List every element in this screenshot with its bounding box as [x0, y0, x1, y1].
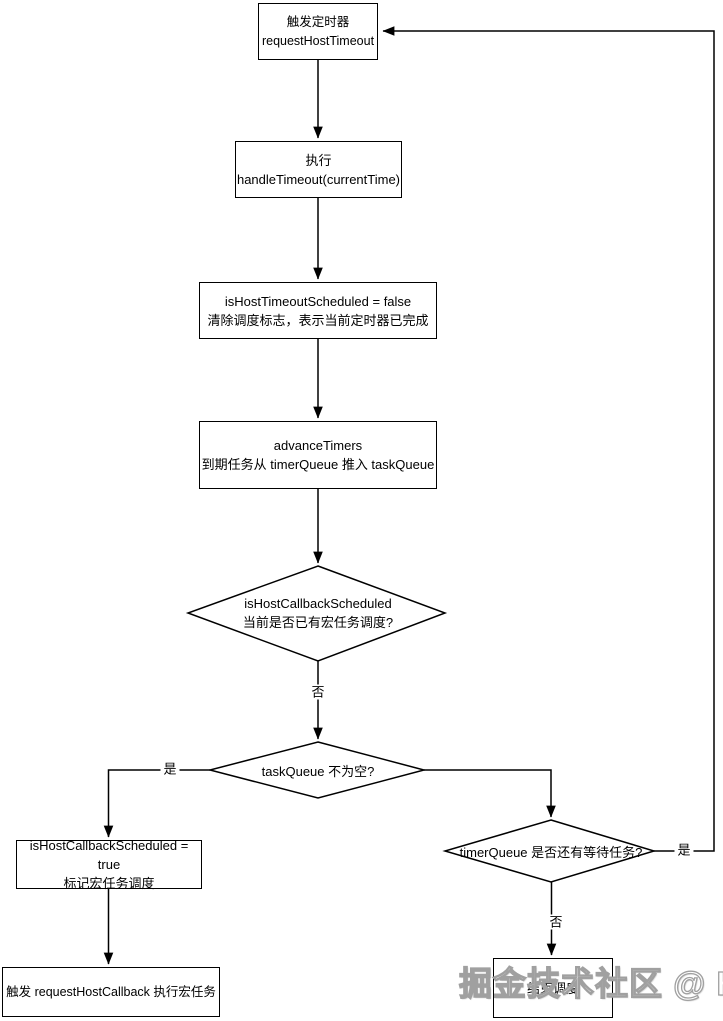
decision-is-host-callback-scheduled-text: isHostCallbackScheduled 当前是否已有宏任务调度?	[188, 594, 448, 632]
process-box-request-host-callback: 触发 requestHostCallback 执行宏任务	[2, 967, 220, 1017]
clear-timeout-flag-line1: isHostTimeoutScheduled = false	[224, 293, 412, 309]
process-box-advance-timers: advanceTimers 到期任务从 timerQueue 推入 taskQu…	[199, 421, 437, 489]
decision1-line2: 当前是否已有宏任务调度?	[242, 615, 394, 630]
mark-macrotask-line1: isHostCallbackScheduled = true	[29, 838, 189, 872]
watermark-text: 掘金技术社区 @ HYY	[458, 964, 723, 1002]
edge-label-timer-queue-yes: 是	[674, 842, 694, 858]
decision-timer-queue-waiting-text: timerQueue 是否还有等待任务?	[445, 843, 657, 862]
edge-label-task-queue-yes: 是	[160, 761, 180, 777]
connector-decision2-to-decision3	[424, 769, 556, 818]
decision3-line1: timerQueue 是否还有等待任务?	[459, 845, 643, 860]
connector-decision2-yes-to-mark	[103, 769, 210, 838]
process-box-trigger-timer: 触发定时器 requestHostTimeout	[258, 3, 378, 60]
decision-task-queue-not-empty-shape	[207, 741, 427, 799]
handle-timeout-line2: handleTimeout(currentTime)	[236, 171, 401, 187]
decision-timer-queue-waiting-shape	[442, 819, 657, 883]
process-box-end-scheduling: 结束调度	[493, 958, 613, 1018]
decision1-line1: isHostCallbackScheduled	[244, 596, 392, 611]
handle-timeout-line1: 执行	[305, 152, 332, 168]
process-box-clear-timeout-flag: isHostTimeoutScheduled = false 清除调度标志，表示…	[199, 282, 437, 339]
decision-task-queue-not-empty-text: taskQueue 不为空?	[218, 762, 418, 781]
end-scheduling-line1: 结束调度	[526, 980, 579, 996]
mark-macrotask-line2: 标记宏任务调度	[63, 876, 155, 891]
edge-label-callback-scheduled-no: 否	[308, 684, 328, 700]
advance-timers-line2: 到期任务从 timerQueue 推入 taskQueue	[201, 457, 435, 472]
request-host-callback-line1: 触发 requestHostCallback 执行宏任务	[6, 984, 216, 999]
process-box-mark-macrotask: isHostCallbackScheduled = true 标记宏任务调度	[16, 838, 202, 891]
advance-timers-line1: advanceTimers	[273, 438, 363, 453]
edge-label-timer-queue-no: 否	[546, 914, 566, 930]
process-box-handle-timeout: 执行 handleTimeout(currentTime)	[235, 141, 402, 198]
decision2-line1: taskQueue 不为空?	[261, 764, 375, 779]
clear-timeout-flag-line2: 清除调度标志，表示当前定时器已完成	[207, 312, 429, 328]
trigger-timer-line1: 触发定时器	[286, 14, 350, 29]
trigger-timer-line2: requestHostTimeout	[261, 33, 375, 48]
decision-is-host-callback-scheduled-shape	[185, 565, 448, 662]
